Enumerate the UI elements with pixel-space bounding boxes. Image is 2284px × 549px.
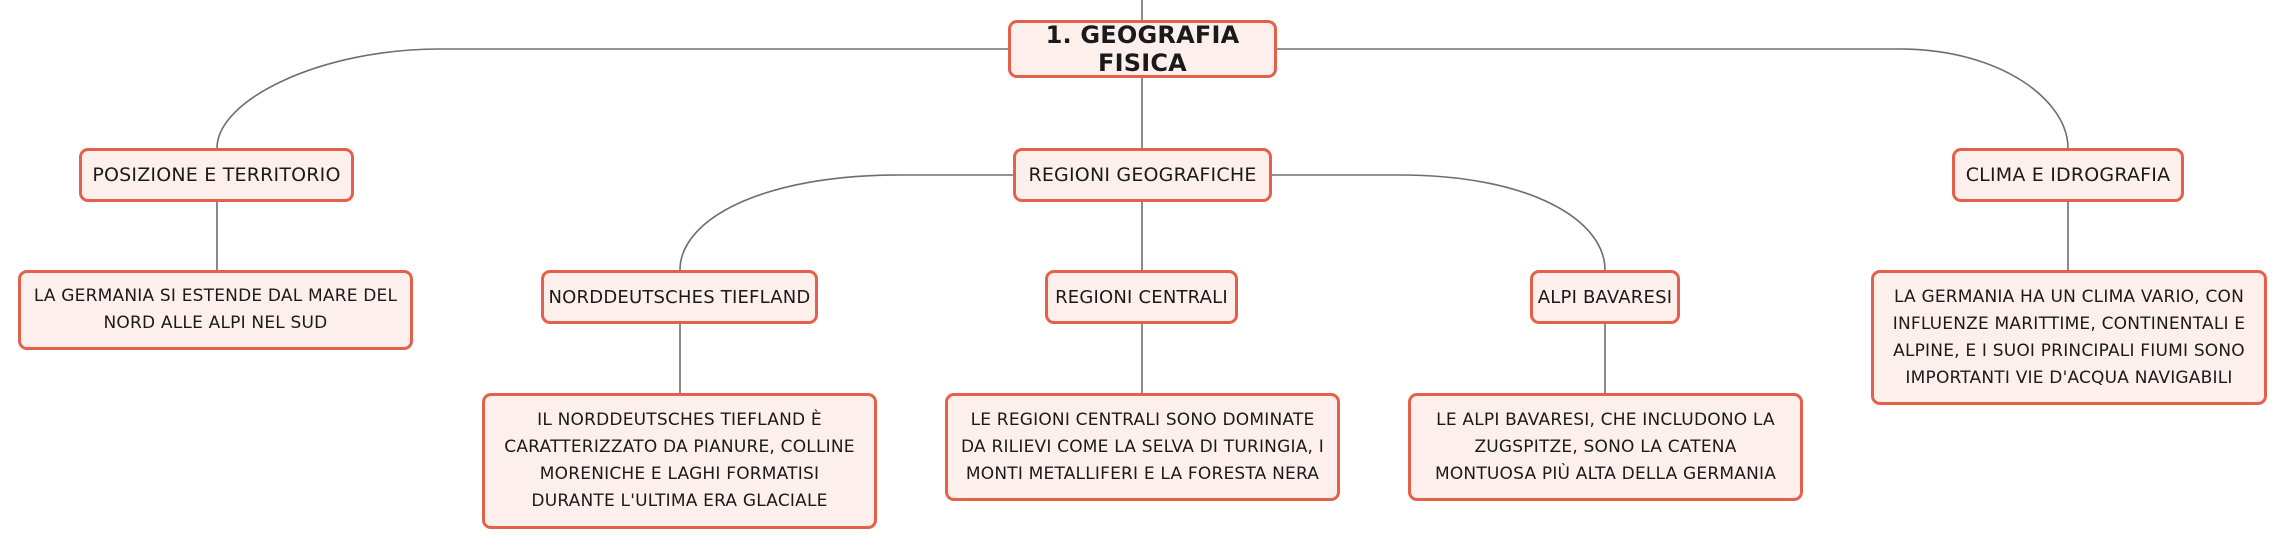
description-text: LA GERMANIA SI ESTENDE DAL MARE DEL NORD… bbox=[33, 286, 398, 333]
description-text: IL NORDDEUTSCHES TIEFLAND È CARATTERIZZA… bbox=[504, 410, 855, 511]
connector-regioni-tiefland bbox=[679, 174, 1013, 271]
subtopic-node-centrali[interactable]: REGIONI CENTRALI bbox=[1045, 270, 1238, 324]
description-node-clima[interactable]: LA GERMANIA HA UN CLIMA VARIO, CON INFLU… bbox=[1871, 270, 2267, 405]
description-text: LA GERMANIA HA UN CLIMA VARIO, CON INFLU… bbox=[1892, 286, 2246, 388]
topic-node-posizione[interactable]: POSIZIONE E TERRITORIO bbox=[79, 148, 354, 202]
connector-regioni-alpi bbox=[1272, 174, 1606, 271]
connector-root-clima bbox=[1277, 48, 2069, 149]
subtopic-label: ALPI BAVARESI bbox=[1537, 286, 1673, 308]
subtopic-label: REGIONI CENTRALI bbox=[1055, 286, 1228, 308]
description-text: LE ALPI BAVARESI, CHE INCLUDONO LA ZUGSP… bbox=[1434, 409, 1777, 484]
description-node-posizione[interactable]: LA GERMANIA SI ESTENDE DAL MARE DEL NORD… bbox=[18, 270, 413, 350]
description-node-alpi[interactable]: LE ALPI BAVARESI, CHE INCLUDONO LA ZUGSP… bbox=[1408, 393, 1803, 501]
connector-root-posizione bbox=[216, 48, 1008, 149]
description-node-tiefland[interactable]: IL NORDDEUTSCHES TIEFLAND È CARATTERIZZA… bbox=[482, 393, 877, 529]
subtopic-node-alpi[interactable]: ALPI BAVARESI bbox=[1530, 270, 1680, 324]
subtopic-node-tiefland[interactable]: NORDDEUTSCHES TIEFLAND bbox=[541, 270, 818, 324]
topic-node-clima[interactable]: CLIMA E IDROGRAFIA bbox=[1952, 148, 2184, 202]
central-topic-label: 1. GEOGRAFIA FISICA bbox=[1045, 21, 1240, 77]
central-topic-node[interactable]: 1. GEOGRAFIA FISICA bbox=[1008, 20, 1277, 78]
description-node-centrali[interactable]: LE REGIONI CENTRALI SONO DOMINATE DA RIL… bbox=[945, 393, 1340, 501]
description-text: LE REGIONI CENTRALI SONO DOMINATE DA RIL… bbox=[961, 409, 1324, 484]
subtopic-label: NORDDEUTSCHES TIEFLAND bbox=[548, 286, 811, 308]
topic-label: CLIMA E IDROGRAFIA bbox=[1965, 164, 2171, 186]
topic-node-regioni[interactable]: REGIONI GEOGRAFICHE bbox=[1013, 148, 1272, 202]
topic-label: REGIONI GEOGRAFICHE bbox=[1028, 164, 1257, 186]
topic-label: POSIZIONE E TERRITORIO bbox=[92, 164, 341, 186]
